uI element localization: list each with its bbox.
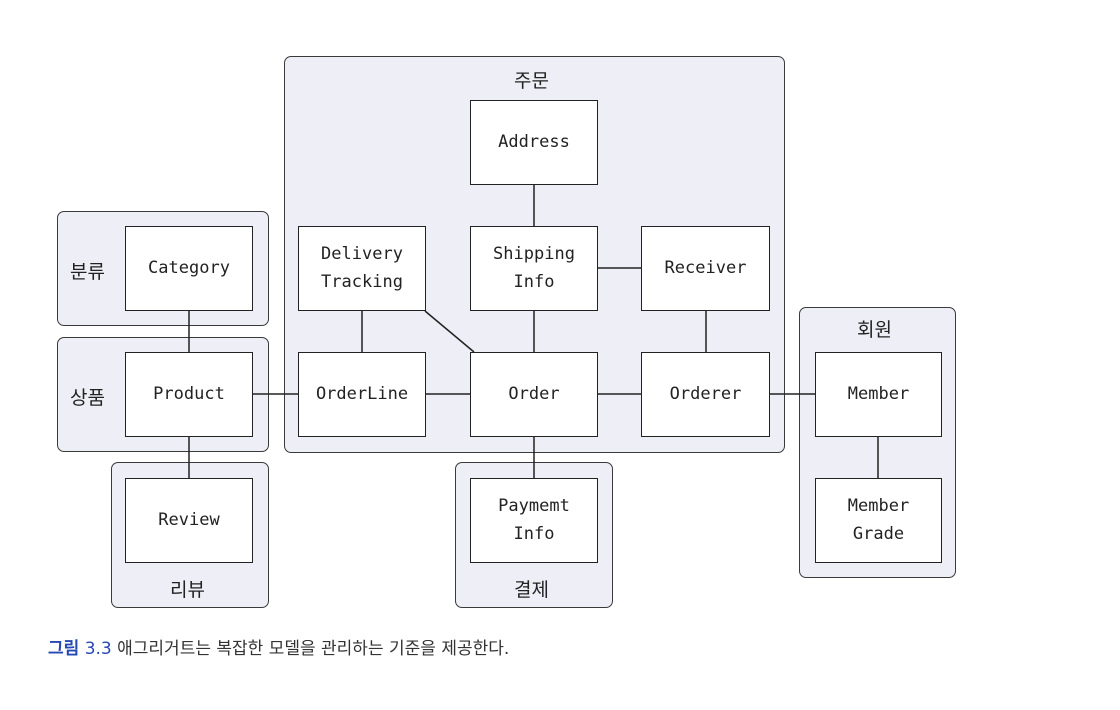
figure-caption: 그림 3.3 애그리거트는 복잡한 모델을 관리하는 기준을 제공한다. [48, 634, 509, 659]
node-orderer: Orderer [641, 352, 770, 437]
node-member: Member [815, 352, 942, 437]
group-label-payment: 결제 [514, 579, 549, 601]
node-review: Review [125, 478, 253, 563]
group-label-category: 분류 [70, 261, 105, 283]
node-product: Product [125, 352, 253, 437]
line-delivery-order [424, 310, 475, 353]
group-label-order: 주문 [514, 70, 549, 92]
node-receiver: Receiver [641, 226, 770, 311]
node-shipping-info: Shipping Info [470, 226, 598, 311]
node-orderline: OrderLine [298, 352, 426, 437]
caption-number: 3.3 [84, 639, 112, 659]
group-label-member: 회원 [857, 319, 892, 341]
node-payment-info: Paymemt Info [470, 478, 598, 563]
caption-text: 애그리거트는 복잡한 모델을 관리하는 기준을 제공한다. [117, 639, 510, 659]
caption-label: 그림 [48, 639, 80, 659]
node-member-grade: Member Grade [815, 478, 942, 563]
node-category: Category [125, 226, 253, 311]
node-address: Address [470, 100, 598, 185]
group-label-review: 리뷰 [170, 579, 205, 601]
node-order: Order [470, 352, 598, 437]
group-label-product: 상품 [70, 387, 105, 409]
node-delivery-tracking: Delivery Tracking [298, 226, 426, 311]
